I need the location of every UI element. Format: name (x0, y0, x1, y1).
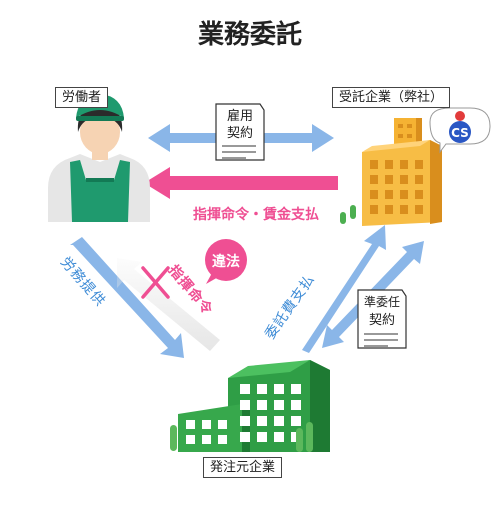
building-window (400, 190, 408, 199)
worker-figure (48, 94, 150, 222)
employment-contract-line2: 契約 (227, 126, 253, 141)
building-window (400, 160, 408, 169)
quasi-mandate-contract-document (357, 289, 407, 349)
building-window (370, 175, 378, 184)
building-window (240, 400, 250, 410)
building-window (240, 416, 250, 426)
building-window (274, 416, 284, 426)
illegal-badge: 違法 (205, 239, 247, 284)
building-window (257, 432, 267, 442)
building-window (257, 416, 267, 426)
contractor-label: 受託企業（弊社） (332, 87, 451, 108)
employment-contract-line1: 雇用 (227, 108, 253, 124)
labor-provision-arrow (70, 237, 184, 358)
building-window (274, 384, 284, 394)
building-window (240, 384, 250, 394)
svg-text:違法: 違法 (212, 253, 240, 270)
client-building (170, 360, 330, 452)
client-label: 発注元企業 (203, 457, 283, 478)
tree-decoration (340, 205, 356, 224)
building-window (415, 190, 423, 199)
building-window (274, 400, 284, 410)
quasi-contract-line2: 契約 (369, 313, 395, 328)
fee-payment-label: 委託費支払 (262, 272, 318, 343)
building-window (218, 435, 227, 444)
building-window (415, 205, 423, 214)
building-window (400, 175, 408, 184)
building-window (291, 416, 301, 426)
employment-contract-document (215, 103, 265, 161)
building-window (218, 420, 227, 429)
worker-label: 労働者 (55, 87, 109, 108)
building-window (257, 400, 267, 410)
instructions-wages-arrow (144, 167, 338, 199)
building-window (385, 160, 393, 169)
building-window (202, 435, 211, 444)
page-title: 業務委託 (197, 20, 302, 50)
building-window (370, 205, 378, 214)
prohibited-cross (141, 266, 170, 299)
building-window (291, 400, 301, 410)
building-window (415, 160, 423, 169)
building-window (415, 175, 423, 184)
building-window (291, 384, 301, 394)
building-window (240, 432, 250, 442)
building-window (202, 420, 211, 429)
building-window (385, 190, 393, 199)
building-window (257, 384, 267, 394)
building-window (186, 420, 195, 429)
quasi-contract-line1: 準委任 (364, 294, 400, 309)
building-window (385, 205, 393, 214)
company-logo: CS (429, 107, 491, 154)
building-window (370, 160, 378, 169)
building-window (400, 205, 408, 214)
contractor-building (362, 118, 442, 226)
illegal-instruction-arrow (117, 258, 220, 351)
building-window (274, 432, 284, 442)
fee-payment-arrow (302, 225, 386, 353)
building-window (385, 175, 393, 184)
building-window (186, 435, 195, 444)
svg-text:CS: CS (451, 126, 469, 140)
building-window (370, 190, 378, 199)
instructions-wages-label: 指揮命令・賃金支払 (193, 206, 319, 223)
